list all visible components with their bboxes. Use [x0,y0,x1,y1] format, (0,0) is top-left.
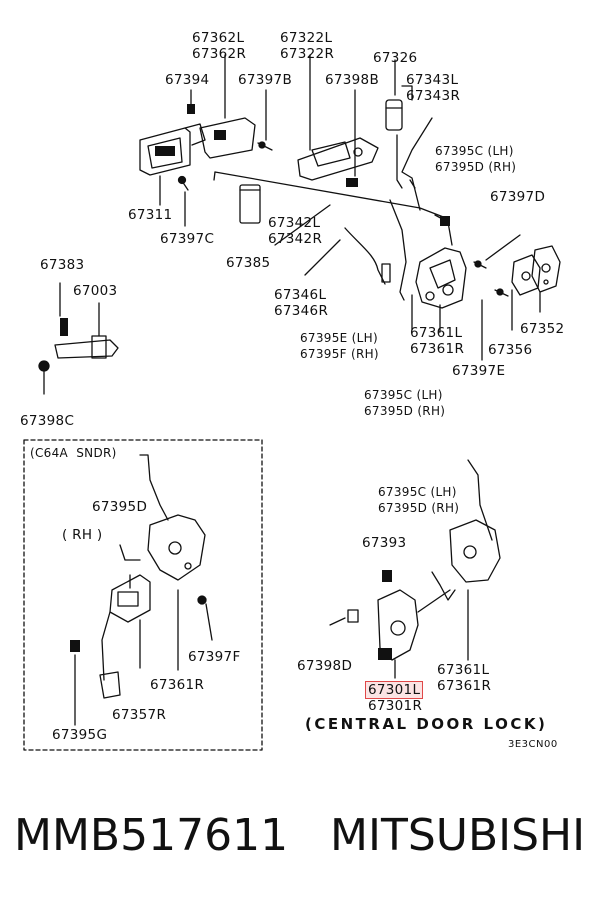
label-67385: 67385 [226,255,271,271]
label-67356: 67356 [488,342,533,358]
screw-67394 [187,89,195,114]
inside-handle-67322 [297,54,379,187]
outside-handle-67311 [139,123,206,206]
part-number: MMB517611 [14,810,289,861]
door-check-67003 [38,282,119,395]
label-67398b: 67398B [325,72,380,88]
central-label-67398d: 67398D [297,658,353,674]
inset-label-67395g: 67395G [52,727,108,743]
label-67352: 67352 [520,321,565,337]
parts-diagram [23,54,561,751]
label-67395ef: 67395E (LH) 67395F (RH) [300,331,379,361]
label-67395cd-mid: 67395C (LH) 67395D (RH) [364,388,446,418]
label-67311: 67311 [128,207,173,223]
label-67397d: 67397D [490,189,546,205]
door-lock-67361 [415,214,467,333]
central-label-67361: 67361L 67361R [437,662,492,694]
central-caption: (CENTRAL DOOR LOCK) [305,715,548,733]
central-label-67393: 67393 [362,535,407,551]
inset-label-67395d: 67395D [92,499,148,515]
rod-67346 [304,227,391,285]
rod-67395cd-top [401,117,433,211]
label-67397e: 67397E [452,363,506,379]
bolt-67397b [257,89,273,151]
handle-bracket-67362 [199,54,256,159]
rod-67395ef [389,199,413,331]
inset-lock-assembly [70,454,213,726]
inset-label-67361r: 67361R [150,677,205,693]
label-67326: 67326 [373,50,418,66]
central-label-67301l: 67301L [365,681,424,699]
bolt-67397d [473,234,521,269]
inset-frame [23,439,263,751]
label-67398c: 67398C [20,413,75,429]
label-67395cd-top: 67395C (LH) 67395D (RH) [435,144,517,174]
label-67361-top: 67361L 67361R [410,325,465,357]
striker-plate-67352 [531,245,561,313]
footer: MMB517611 MITSUBISHI [0,806,600,866]
central-lock-assembly [329,459,501,679]
label-67346: 67346L 67346R [274,287,329,319]
label-67383: 67383 [40,257,85,273]
rod-67326 [394,59,403,189]
central-label-67301r: 67301R [368,698,423,714]
label-67397c: 67397C [160,231,215,247]
brand-name: MITSUBISHI [330,810,586,861]
inset-label-67357r: 67357R [112,707,167,723]
label-67362: 67362L 67362R [192,30,247,62]
diagram-code: 3E3CN00 [508,739,558,750]
knob-67343 [385,85,413,131]
label-67342: 67342L 67342R [268,215,323,247]
inset-label-67397f: 67397F [188,649,241,665]
label-67003: 67003 [73,283,118,299]
central-label-67395cd: 67395C (LH) 67395D (RH) [378,485,460,515]
label-67343: 67343L 67343R [406,72,461,104]
striker-67356 [511,254,541,331]
bolt-67397e [481,288,509,361]
label-67397b: 67397B [238,72,293,88]
bolt-67397c [177,175,189,227]
inset-side-rh: ( RH ) [62,527,103,543]
label-67322: 67322L 67322R [280,30,335,62]
label-67394: 67394 [165,72,210,88]
inset-header: (C64A SNDR) [30,446,117,460]
